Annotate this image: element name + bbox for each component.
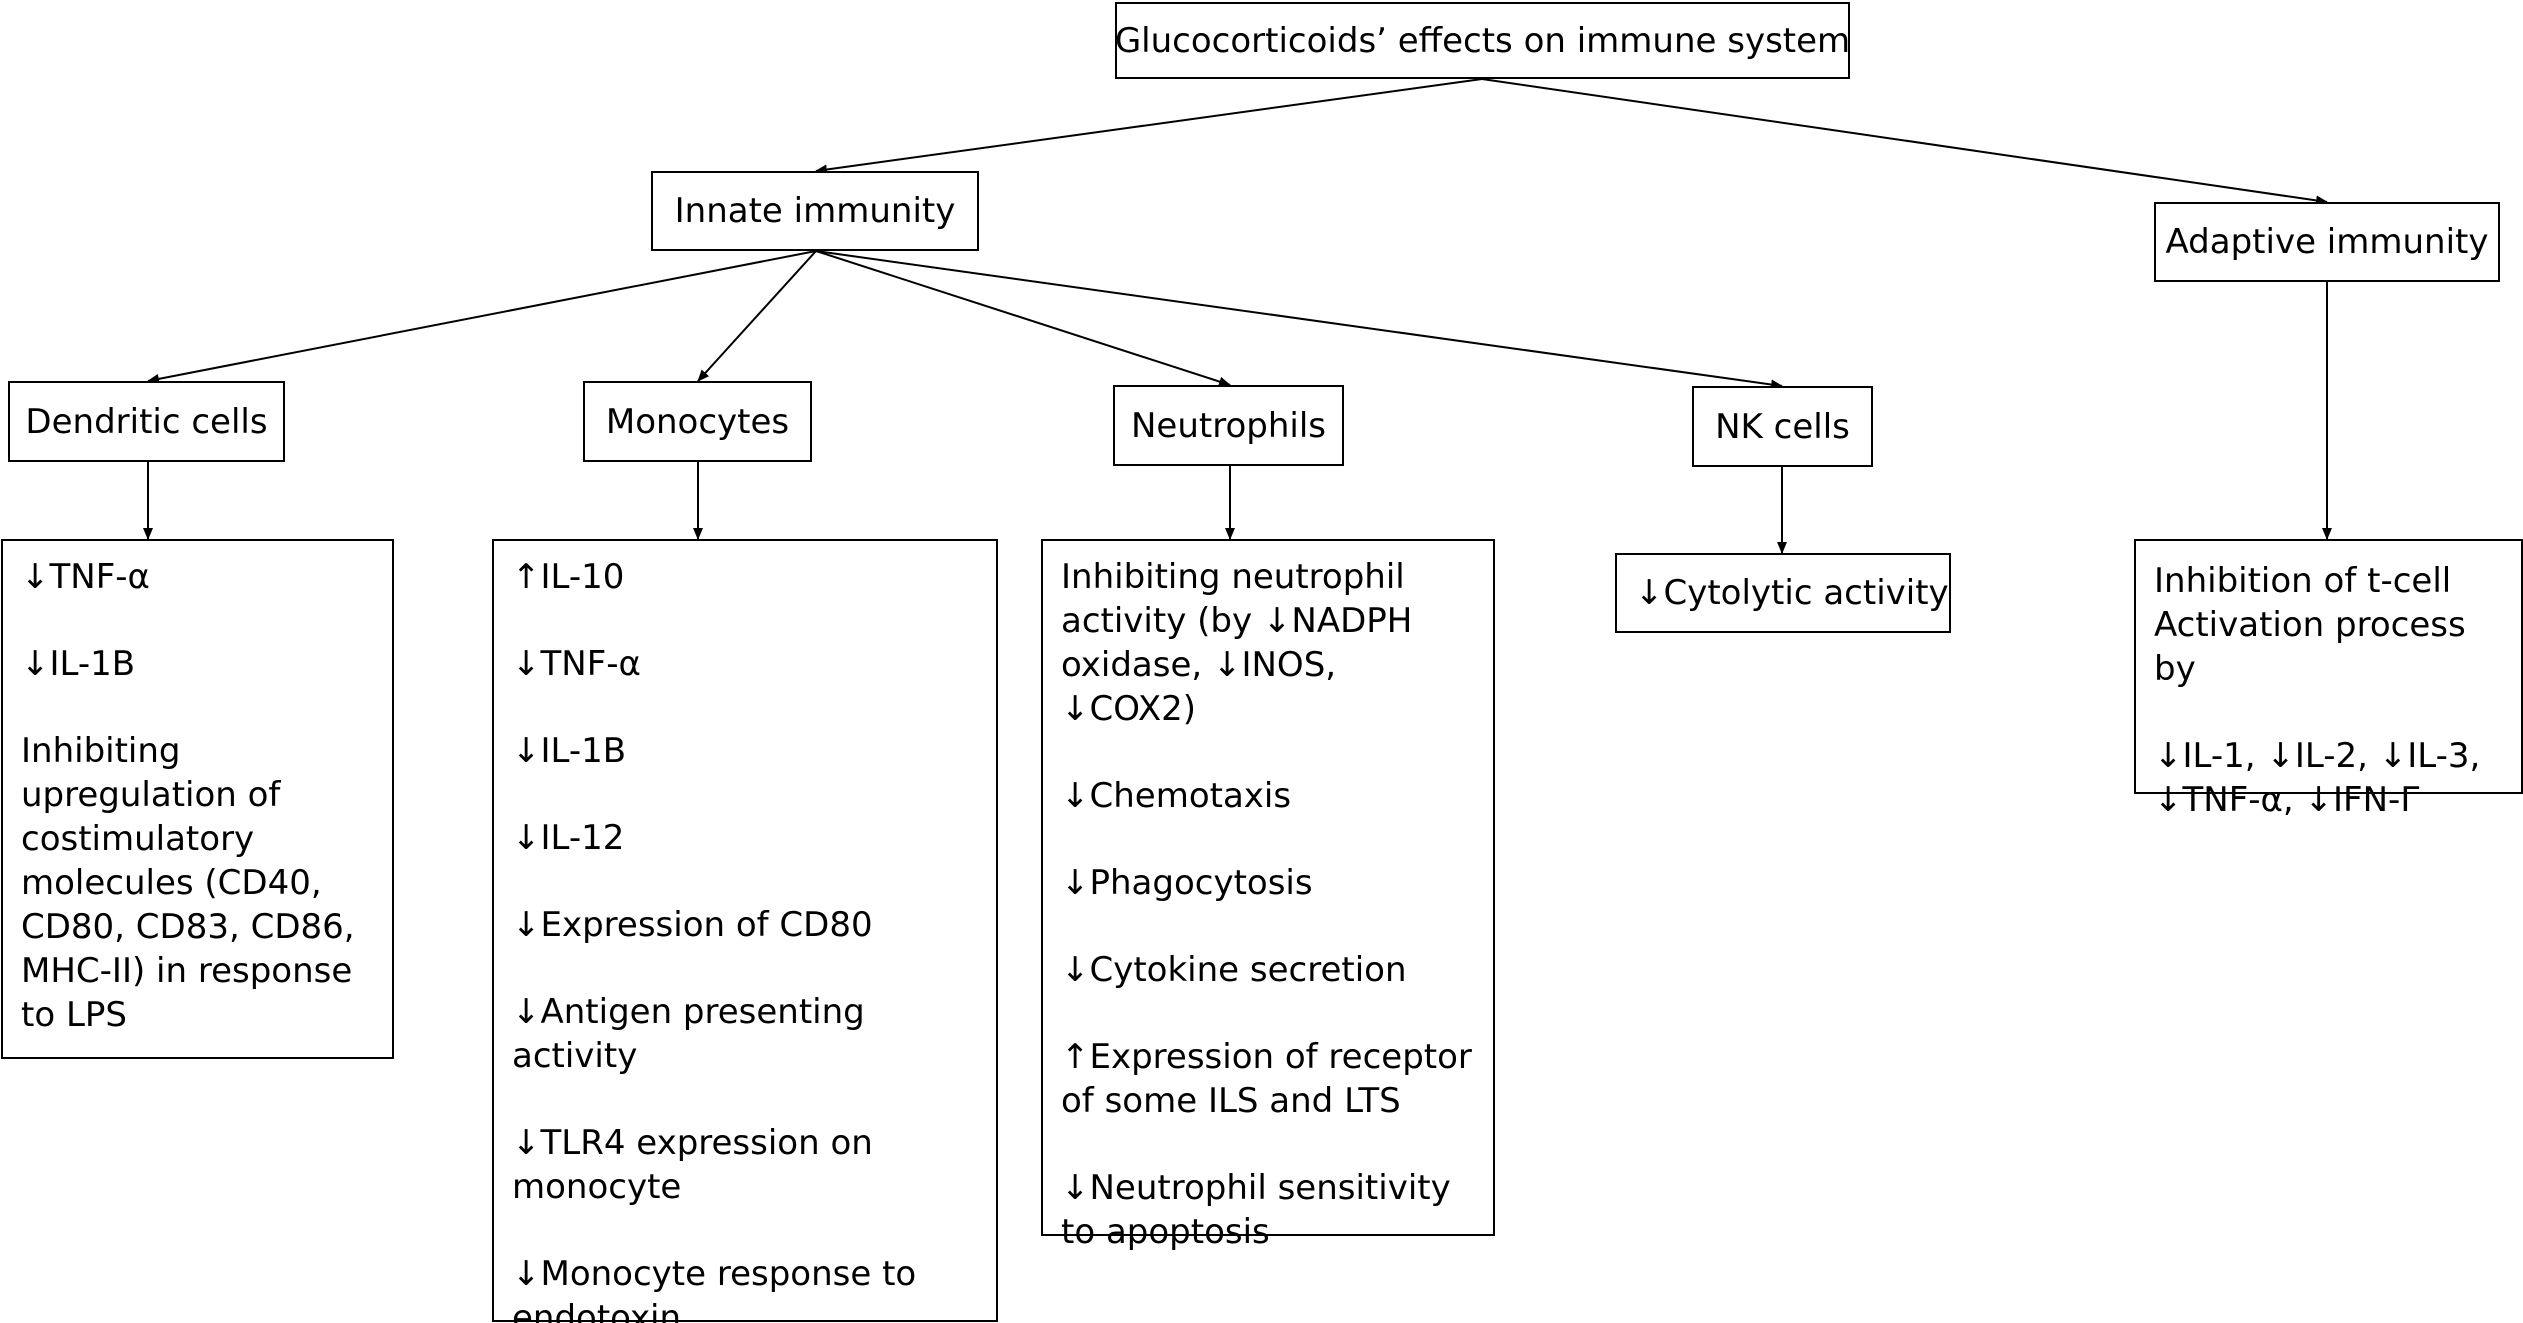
arrow-root-to-adaptive xyxy=(1481,78,2328,206)
effect-item: ↓IL-1B xyxy=(512,731,627,771)
effect-item: ↓Cytokine secretion xyxy=(1061,950,1407,990)
adaptive-immunity-node: Adaptive immunity xyxy=(2154,202,2500,282)
effect-item: Inhibition of t-cell Activation process … xyxy=(2154,561,2466,689)
dendritic-cells-label: Dendritic cells xyxy=(25,401,268,442)
effect-item: ↑IL-10 xyxy=(512,557,625,597)
effect-item: ↓TLR4 expression on monocyte xyxy=(512,1123,873,1207)
effect-item: ↓Cytolytic activity xyxy=(1635,573,1949,613)
effect-item: ↓Monocyte response to endotoxin xyxy=(512,1254,917,1323)
effect-item: ↓Chemotaxis xyxy=(1061,776,1292,816)
effect-item: ↓TNF-α xyxy=(21,557,150,597)
arrow-root-to-innate xyxy=(815,78,1483,175)
dendritic-cells-node: Dendritic cells xyxy=(8,381,285,462)
effect-item: ↓IL-1, ↓IL-2, ↓IL-3, ↓TNF-α, ↓IFN-Γ xyxy=(2154,736,2481,820)
effect-item: ↓IL-12 xyxy=(512,818,625,858)
effect-item: ↓TNF-α xyxy=(512,644,641,684)
effect-item: ↑Expression of receptor of some ILS and … xyxy=(1061,1037,1472,1121)
effect-item: ↓Expression of CD80 xyxy=(512,905,873,945)
root-node: Glucocorticoids’ effects on immune syste… xyxy=(1115,2,1850,79)
monocytes-label: Monocytes xyxy=(605,401,790,442)
root-node-label: Glucocorticoids’ effects on immune syste… xyxy=(1114,20,1851,61)
effect-item: ↓IL-1B xyxy=(21,644,136,684)
arrow-innate-to-neutrophils xyxy=(815,250,1231,387)
innate-immunity-label: Innate immunity xyxy=(674,191,956,231)
nk-cells-label: NK cells xyxy=(1715,406,1850,447)
effect-item: Inhibiting neutrophil activity (by ↓NADP… xyxy=(1061,557,1413,729)
arrow-innate-to-monocytes xyxy=(697,250,817,382)
effect-item: Inhibiting upregulation of costimulatory… xyxy=(21,731,355,1035)
monocyte-effects-box: ↑IL-10 ↓TNF-α ↓IL-1B ↓IL-12 ↓Expression … xyxy=(492,539,998,1323)
neutrophil-effects-box: Inhibiting neutrophil activity (by ↓NADP… xyxy=(1041,539,1495,1252)
effect-item: ↓Antigen presenting activity xyxy=(512,992,865,1076)
dendritic-effects-box: ↓TNF-α ↓IL-1B Inhibiting upregulation of… xyxy=(1,539,394,1059)
arrow-innate-to-nk xyxy=(815,250,1783,390)
adaptive-effects-box: Inhibition of t-cell Activation process … xyxy=(2134,539,2523,820)
neutrophils-label: Neutrophils xyxy=(1130,405,1326,446)
monocytes-node: Monocytes xyxy=(583,381,812,462)
adaptive-immunity-label: Adaptive immunity xyxy=(2165,222,2489,262)
effect-item: ↓Phagocytosis xyxy=(1061,863,1313,903)
nk-cells-node: NK cells xyxy=(1692,386,1873,467)
innate-immunity-node: Innate immunity xyxy=(651,171,979,251)
nk-effects-box: ↓Cytolytic activity xyxy=(1615,553,1951,633)
effect-item: ↓Neutrophil sensitivity to apoptosis xyxy=(1061,1168,1451,1252)
neutrophils-node: Neutrophils xyxy=(1113,385,1344,466)
arrow-innate-to-dendritic xyxy=(147,250,817,384)
